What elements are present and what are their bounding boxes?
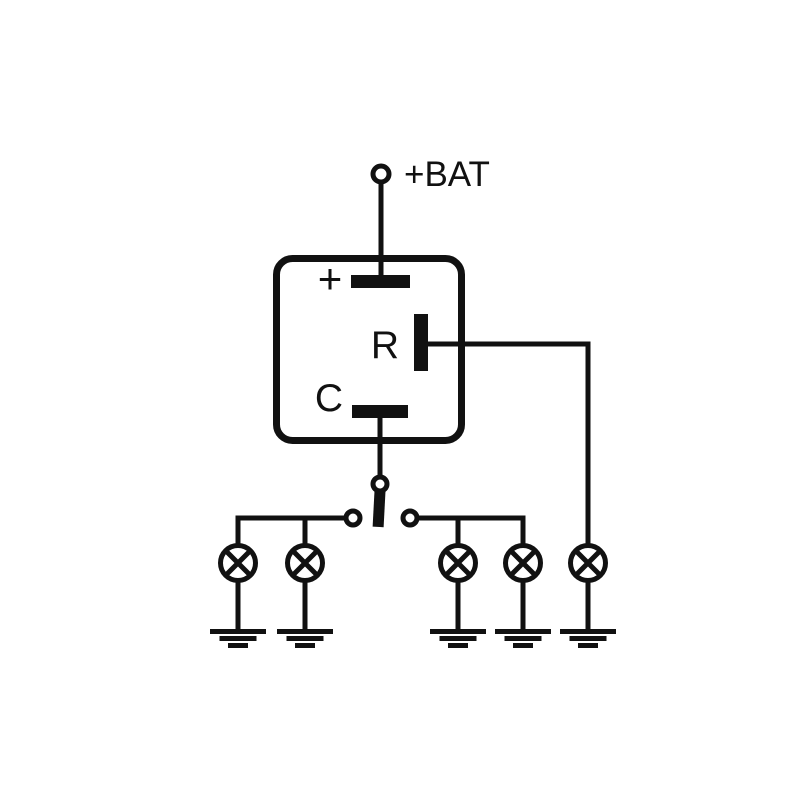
plus-terminal-bar bbox=[351, 275, 410, 288]
switch-contact-left-icon bbox=[343, 508, 363, 528]
switch-lever-icon bbox=[372, 489, 386, 528]
r-terminal-label: R bbox=[371, 324, 399, 367]
r-terminal-bar bbox=[414, 314, 428, 371]
c-terminal-label: C bbox=[315, 377, 343, 420]
battery-terminal-icon bbox=[370, 163, 392, 185]
lamp-indicator bbox=[560, 344, 616, 648]
c-terminal-bar bbox=[352, 405, 408, 418]
plus-terminal-label: + bbox=[318, 255, 343, 302]
lamp-left-2-x-stroke bbox=[290, 548, 320, 578]
lamp-left-1-x-stroke bbox=[223, 548, 253, 578]
relay-box bbox=[273, 255, 465, 444]
lamp-left-1 bbox=[210, 518, 266, 648]
battery-label: +BAT bbox=[404, 155, 490, 194]
lamp-right-1-x-stroke bbox=[443, 548, 473, 578]
lamp-indicator-x-stroke bbox=[573, 548, 603, 578]
lamp-right-2-x-stroke bbox=[508, 548, 538, 578]
lamp-right-1 bbox=[430, 518, 486, 648]
switch-pivot-icon bbox=[370, 474, 390, 494]
lamps-layer bbox=[210, 344, 616, 648]
lamp-left-2 bbox=[277, 518, 333, 648]
lamp-right-2 bbox=[495, 518, 551, 648]
switch-contact-right-icon bbox=[400, 508, 420, 528]
